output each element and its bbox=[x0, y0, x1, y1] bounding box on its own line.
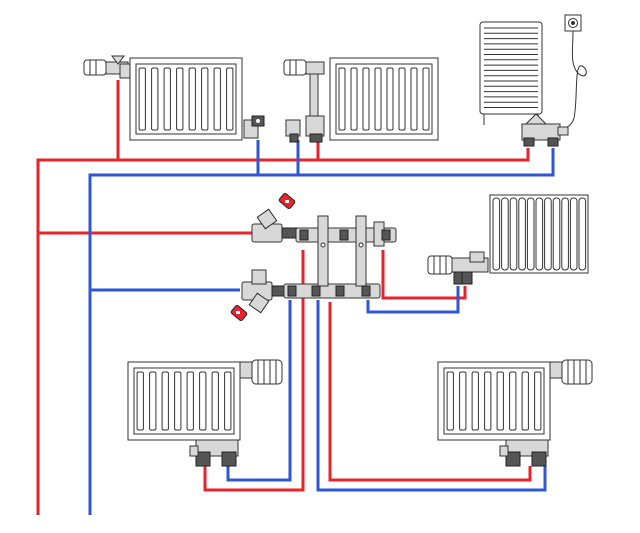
balancing-valve-supply-icon bbox=[251, 192, 299, 243]
room-thermostat-icon bbox=[557, 14, 587, 131]
return-loop-column-radiator bbox=[366, 286, 460, 314]
panel-radiator-1 bbox=[129, 57, 243, 141]
lockshield-valve-icon bbox=[243, 115, 265, 139]
towel-rail bbox=[479, 21, 543, 125]
panel-radiator-3 bbox=[127, 361, 241, 441]
thermostatic-head-icon-3 bbox=[189, 359, 283, 467]
column-radiator-valve-icon bbox=[427, 251, 489, 285]
towel-rail-valve-icon bbox=[521, 113, 569, 147]
supply-loop-bottom-left bbox=[203, 250, 305, 492]
return-loop-bottom-right bbox=[316, 300, 547, 492]
thermostatic-head-icon-2 bbox=[283, 59, 325, 143]
return-loop-bottom-left bbox=[226, 300, 292, 482]
return-pipes bbox=[88, 140, 555, 515]
supply-riser bbox=[36, 148, 530, 515]
panel-radiators bbox=[127, 57, 551, 441]
column-radiator bbox=[489, 194, 589, 274]
balancing-valve-return-icon bbox=[230, 269, 287, 322]
supply-pipes bbox=[36, 80, 532, 515]
panel-radiator-2 bbox=[329, 57, 439, 141]
return-riser bbox=[88, 148, 555, 515]
thermostatic-head-icon-4 bbox=[499, 359, 593, 467]
heating-manifold bbox=[283, 215, 397, 299]
supply-loop-bottom-right bbox=[328, 302, 532, 482]
supply-loop-column-radiator bbox=[381, 250, 467, 300]
thermostatic-head-icon bbox=[83, 55, 131, 79]
panel-radiator-4 bbox=[437, 361, 551, 441]
